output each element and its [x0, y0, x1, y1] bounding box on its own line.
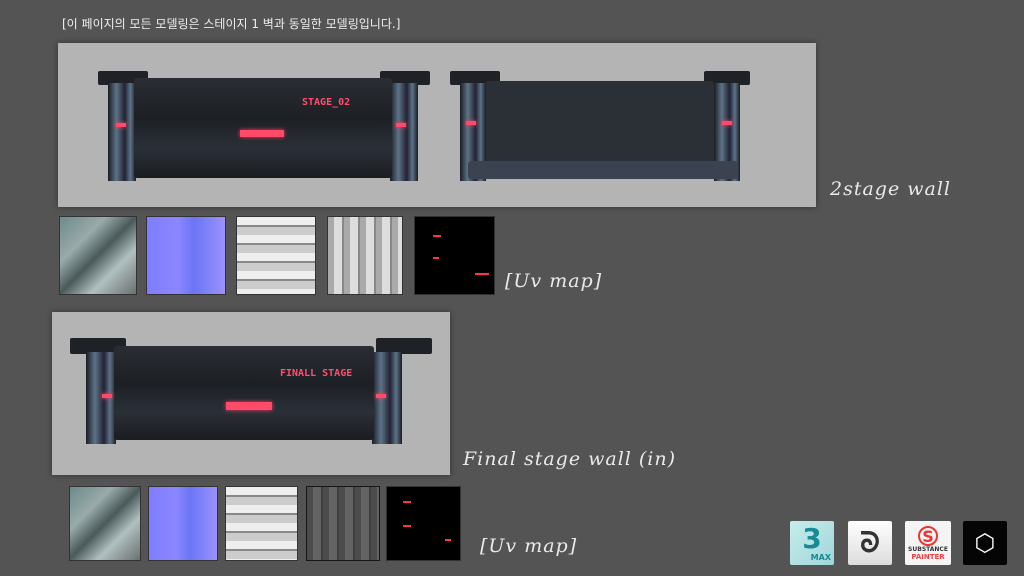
uv-thumb-emissive [414, 216, 495, 295]
uv-thumb-normal [148, 486, 218, 561]
final-stage-wall-render: FINALL STAGE [52, 312, 450, 475]
page-note: [이 페이지의 모든 모델링은 스테이지 1 벽과 동일한 모델링입니다.] [62, 17, 401, 31]
final-stage-wall-title: Final stage wall (in) [463, 448, 677, 470]
logo-glyph: S [918, 525, 938, 546]
uv-thumb-base-color [69, 486, 141, 561]
stage2-wall-render: STAGE_02 [58, 43, 816, 207]
substance-painter-logo: S SUBSTANCE PAINTER [905, 521, 951, 565]
3dsmax-logo: 3 MAX [790, 521, 834, 565]
logo-glyph: 3 [802, 521, 822, 555]
uv-thumb-ao [225, 486, 298, 561]
final-stage-uv-label: [Uv map] [480, 535, 578, 557]
logo-sub: MAX [810, 552, 831, 562]
stage2-wall-title: 2stage wall [830, 178, 951, 200]
stage2-uv-label: [Uv map] [505, 270, 603, 292]
logo-sub: SUBSTANCE [908, 545, 948, 553]
uv-thumb-normal [146, 216, 226, 295]
clip-studio-logo: ᘐ [848, 521, 892, 565]
logo-sub: PAINTER [911, 552, 945, 561]
uv-thumb-roughness [327, 216, 403, 295]
logo-glyph: ᘐ [860, 526, 880, 559]
uv-thumb-emissive [386, 486, 461, 561]
unity-logo: ⬡ [963, 521, 1007, 565]
uv-thumb-base-color [59, 216, 137, 295]
uv-thumb-ao [236, 216, 316, 295]
wall-sign: FINALL STAGE [280, 368, 353, 379]
wall-sign: STAGE_02 [302, 97, 351, 108]
uv-thumb-roughness [306, 486, 380, 561]
logo-glyph: ⬡ [974, 529, 996, 557]
